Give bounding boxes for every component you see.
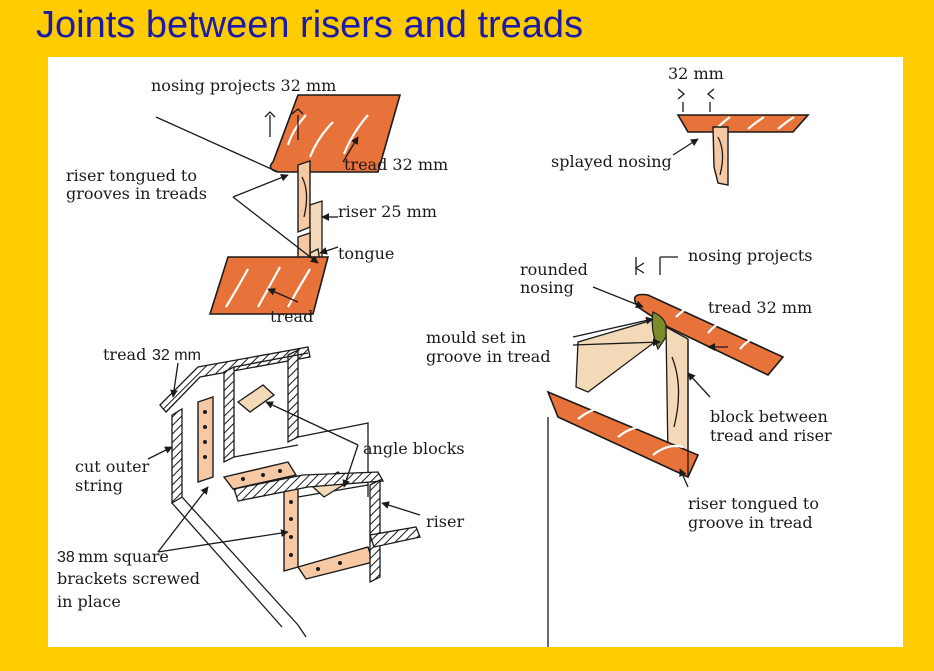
label-tread-32-rounded: tread 32 mm (708, 298, 812, 317)
splayed-tread (676, 114, 810, 133)
label-groove-tread: groove in tread (426, 347, 551, 366)
splayed-nosing-detail: 32 mm splayed nosing (551, 64, 810, 186)
label-riser-tongued: riser tongued to (66, 166, 197, 185)
bracket-upper (197, 396, 214, 483)
angle-block-upper (236, 384, 276, 413)
label-tread-top: tread 32 mm (344, 155, 448, 174)
splayed-riser (712, 126, 729, 186)
lower-tread (208, 256, 330, 315)
label-mould-set: mould set in (426, 328, 526, 347)
label-riser-tongued-groove: riser tongued to (688, 494, 819, 513)
label-block-between: block between (710, 407, 828, 426)
label-tongue: tongue (338, 244, 394, 263)
label-angle-blocks: angle blocks (363, 439, 465, 458)
label-groove-in-tread: groove in tread (688, 513, 813, 532)
label-nosing-projects: nosing projects 32 mm (151, 76, 336, 95)
label-string-riser: riser (426, 512, 464, 531)
label-tread-and-riser: tread and riser (710, 426, 832, 445)
label-riser-25: riser 25 mm (338, 202, 437, 221)
bracket-middle (222, 461, 298, 490)
diagram-panel: nosing projects 32 mm tread 32 mm riser … (48, 57, 903, 647)
label-tread-bottom: tread (270, 307, 313, 326)
label-string-tread: tread (103, 345, 146, 364)
label-string: string (75, 476, 123, 495)
label-brackets-screwed: brackets screwed (57, 569, 200, 588)
label-rounded: rounded (520, 260, 588, 279)
label-string-tread-size: 32 mm (152, 347, 201, 364)
outer-string-detail: tread 32 mm angle blocks cut outer strin… (57, 345, 465, 638)
label-nosing-projects-rounded: nosing projects (688, 246, 812, 265)
label-mm-square: mm square (78, 547, 169, 566)
tongued-riser-detail: nosing projects 32 mm tread 32 mm riser … (66, 76, 448, 326)
label-in-place: in place (57, 592, 121, 611)
label-splayed-nosing: splayed nosing (551, 152, 672, 171)
label-nosing: nosing (520, 278, 574, 297)
label-cut-outer: cut outer (75, 457, 150, 476)
bracket-lower (283, 484, 299, 572)
label-grooves: grooves in treads (66, 184, 207, 203)
label-brackets-size: 38 (57, 549, 75, 566)
slide-title: Joints between risers and treads (36, 4, 584, 46)
string-top-tread (159, 346, 311, 413)
rounded-nosing-detail: nosing projects rounded nosing tread 32 … (426, 246, 832, 647)
joints-diagram: nosing projects 32 mm tread 32 mm riser … (57, 64, 832, 647)
label-32mm: 32 mm (668, 64, 724, 83)
